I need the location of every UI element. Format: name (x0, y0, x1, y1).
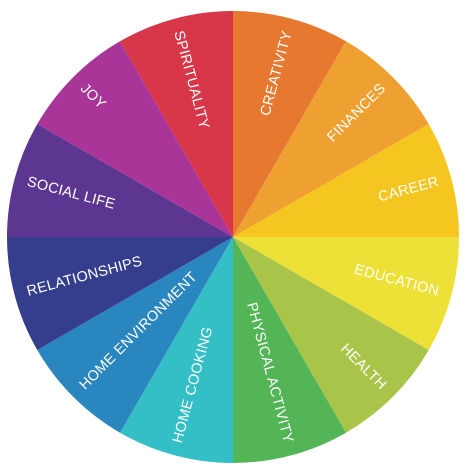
segment-creativity (233, 11, 346, 237)
segment-relationships (7, 237, 233, 350)
segment-spirituality (120, 11, 233, 237)
wheel-segments (7, 11, 459, 463)
segment-home-cooking (120, 237, 233, 463)
segment-education (233, 237, 459, 350)
segment-social-life (7, 124, 233, 237)
segment-physical-activity (233, 237, 346, 463)
segment-health (233, 237, 429, 433)
segment-joy (37, 41, 233, 237)
segment-finances (233, 41, 429, 237)
segment-career (233, 124, 459, 237)
segment-home-environment (37, 237, 233, 433)
